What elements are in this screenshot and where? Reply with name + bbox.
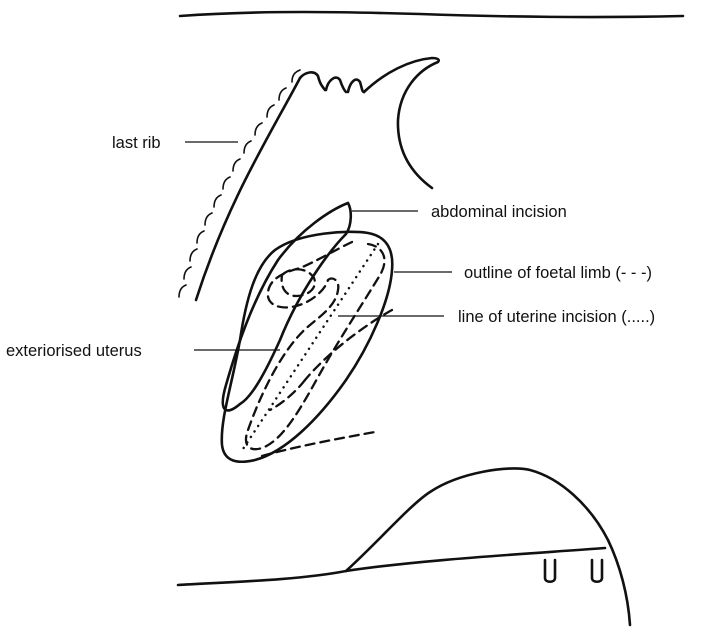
label-last-rib: last rib (112, 134, 161, 152)
uterine-incision-line (241, 244, 378, 452)
label-abdominal-incision: abdominal incision (431, 203, 567, 221)
uterus-outline (222, 232, 392, 462)
back-outline (180, 12, 683, 17)
teat-left (545, 560, 555, 582)
label-uterine-incision: line of uterine incision (.....) (458, 308, 655, 326)
rib-scallops (179, 70, 300, 297)
belly-outline (178, 468, 630, 625)
flank-line (346, 548, 605, 571)
label-exteriorised-uterus: exteriorised uterus (6, 342, 142, 360)
ribcage-outline (196, 78, 300, 300)
last-rib-curve (364, 58, 439, 188)
label-foetal-limb: outline of foetal limb (- - -) (464, 264, 652, 282)
foetal-limb-extension (270, 310, 392, 410)
teat-right (592, 560, 602, 582)
rib-tips (300, 72, 364, 92)
